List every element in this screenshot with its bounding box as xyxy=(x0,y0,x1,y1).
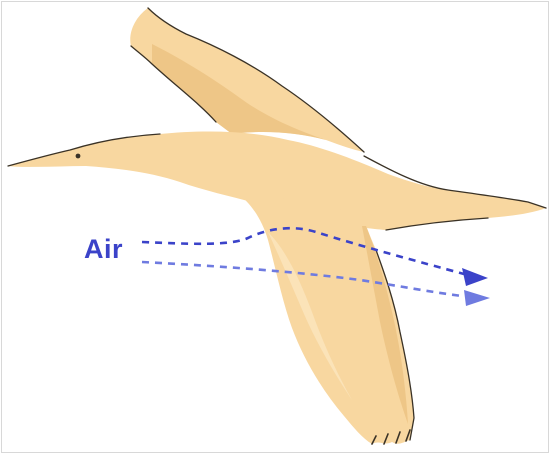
airflow-upper-arrowhead xyxy=(462,268,488,286)
air-label: Air xyxy=(84,234,123,264)
airflow-lower-arrowhead xyxy=(464,290,490,306)
bird-eye xyxy=(76,154,81,159)
